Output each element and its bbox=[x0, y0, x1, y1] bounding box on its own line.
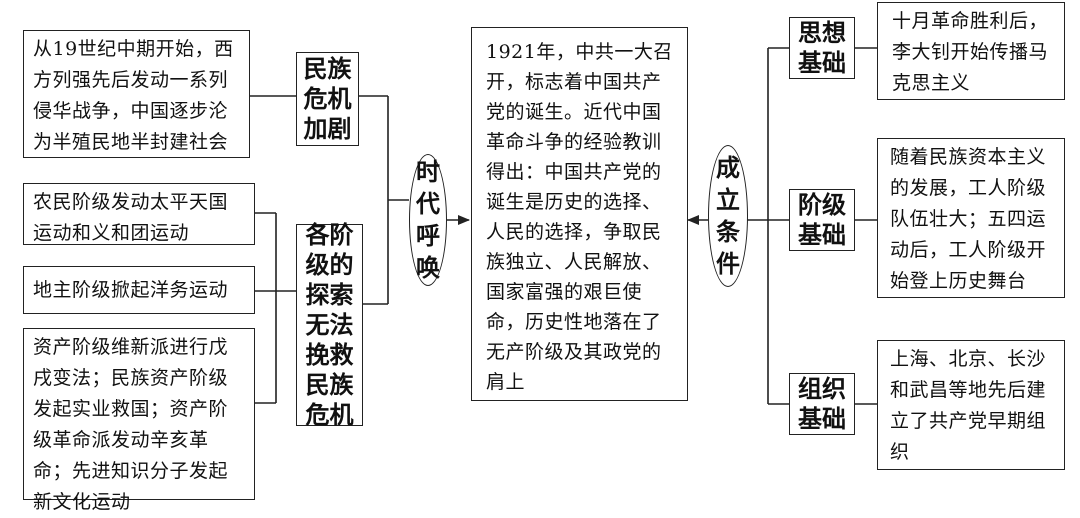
class-note: 随着民族资本主义的发展，工人阶级队伍壮大；五四运动后，工人阶级开始登上历史舞台 bbox=[877, 138, 1065, 298]
explore-note-landlord: 地主阶级掀起洋务运动 bbox=[23, 266, 255, 314]
explore-label: 各阶级的探索无法挽救民族危机 bbox=[296, 221, 363, 429]
ideology-note: 十月革命胜利后，李大钊开始传播马克思主义 bbox=[877, 2, 1065, 100]
organization-note: 上海、北京、长沙和武昌等地先后建立了共产党早期组织 bbox=[877, 340, 1065, 470]
explore-note-peasant: 农民阶级发动太平天国运动和义和团运动 bbox=[23, 183, 255, 245]
center-founding-text: 1921年，中共一大召开，标志着中国共产党的诞生。近代中国革命斗争的经验教训得出… bbox=[471, 27, 688, 401]
class-basis-label: 阶级基础 bbox=[789, 189, 855, 251]
crisis-label: 民族危机加剧 bbox=[296, 52, 359, 146]
ideology-basis-label: 思想基础 bbox=[789, 17, 855, 79]
organization-basis-label: 组织基础 bbox=[789, 373, 855, 435]
crisis-note: 从19世纪中期开始，西方列强先后发动一系列侵华战争，中国逐步沦为半殖民地半封建社… bbox=[23, 30, 250, 158]
times-call-oval: 时代呼唤 bbox=[409, 154, 447, 286]
conditions-oval: 成立条件 bbox=[708, 145, 748, 287]
explore-note-bourgeois: 资产阶级维新派进行戊戌变法；民族资产阶级发起实业救国；资产阶级革命派发动辛亥革命… bbox=[23, 328, 255, 513]
